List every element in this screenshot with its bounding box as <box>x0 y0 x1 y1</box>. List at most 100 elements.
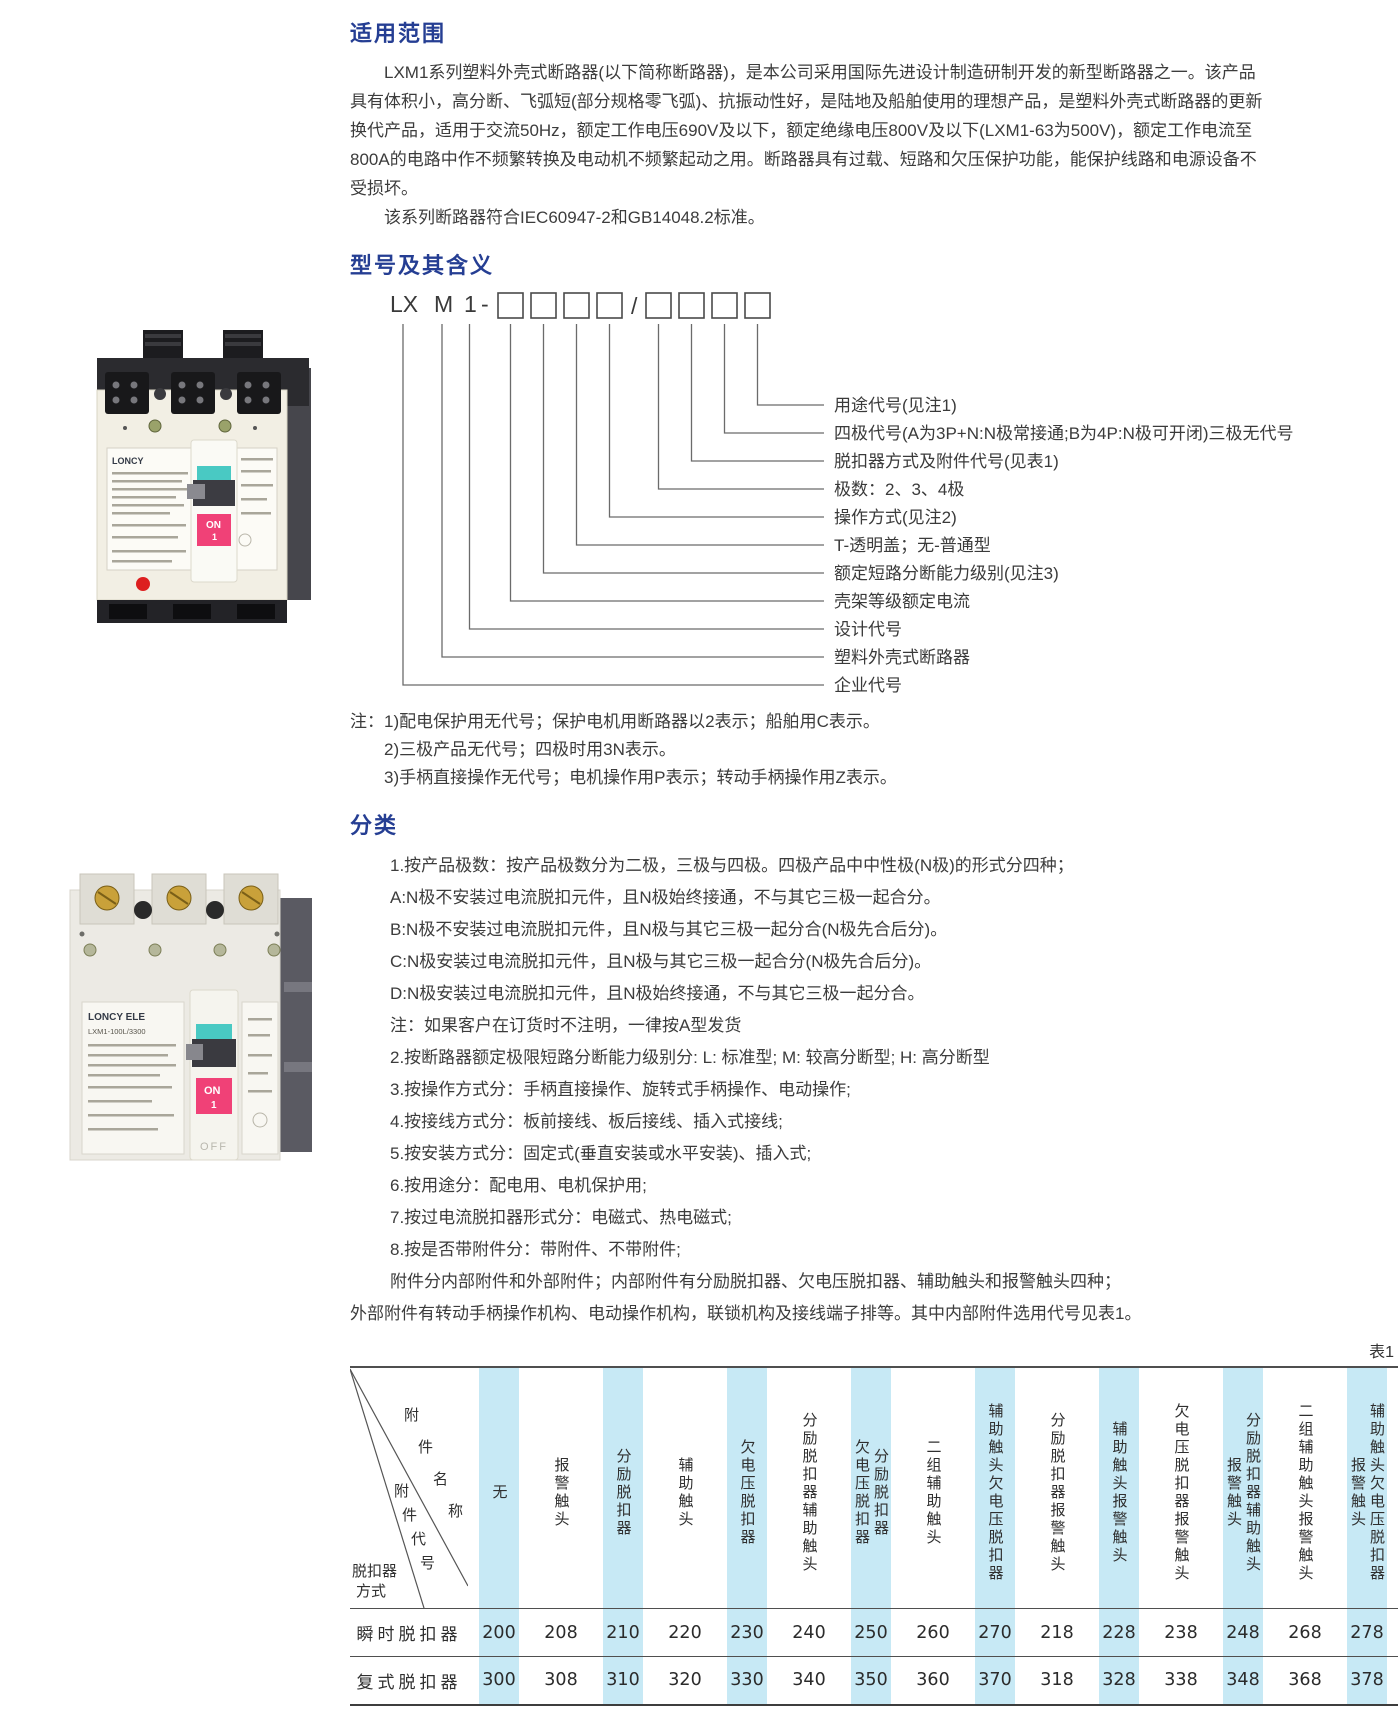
table-cell: 220 <box>654 1608 716 1657</box>
model-label: 塑料外壳式断路器 <box>834 648 970 667</box>
spec-label <box>241 1001 279 1155</box>
table-cell: 250 <box>840 1608 902 1657</box>
table-cell: 270 <box>964 1608 1026 1657</box>
classification-item: 附件分内部附件和外部附件；内部附件有分励脱扣器、欠电压脱扣器、辅助触头和报警触头… <box>390 1272 1121 1291</box>
table-cell: 378 <box>1336 1656 1398 1706</box>
corner-char: 件 <box>402 1507 417 1524</box>
model-notes: 注： 1)配电保护用无代号；保护电机用断路器以2表示；船舶用C表示。 2)三极产… <box>350 708 1270 792</box>
model-label: 脱扣器方式及附件代号(见表1) <box>834 452 1059 471</box>
one-text: 1 <box>211 1100 217 1111</box>
table-cell: 328 <box>1088 1656 1150 1706</box>
model-box <box>744 292 771 319</box>
table-column-header: 报警触头 <box>530 1366 592 1609</box>
table-column-header: 二组辅助触头报警触头 <box>1274 1366 1336 1609</box>
table-cell: 218 <box>1026 1608 1088 1657</box>
classification-item: A:N极不安装过电流脱扣元件，且N极始终接通，不与其它三极一起合分。 <box>390 888 941 907</box>
product-photo-breaker-1: LONCY ON 1 <box>96 330 311 623</box>
note-item: 1)配电保护用无代号；保护电机用断路器以2表示；船舶用C表示。 <box>384 712 880 731</box>
table-cell: 330 <box>716 1656 778 1706</box>
brand-text: LONCY ELE <box>88 1012 145 1023</box>
table-cell: 208 <box>530 1608 592 1657</box>
model-label: 操作方式(见注2) <box>834 508 957 527</box>
table-cell: 320 <box>654 1656 716 1706</box>
classification-item: 5.按安装方式分：固定式(垂直安装或水平安装)、插入式; <box>390 1144 812 1163</box>
table-column-header: 辅助触头 <box>654 1366 716 1609</box>
classification-item: 1.按产品极数：按产品极数分为二极，三极与四极。四极产品中中性极(N极)的形式分… <box>390 856 1074 875</box>
table-column-header: 分励脱扣器报警触头 <box>1026 1366 1088 1609</box>
one-text: 1 <box>212 532 217 542</box>
indicator-dot <box>136 577 150 591</box>
model-box <box>596 292 623 319</box>
model-prefix-lx: LX <box>390 291 418 317</box>
scope-paragraph-2: 该系列断路器符合IEC60947-2和GB14048.2标准。 <box>384 208 765 227</box>
classification-list: 1.按产品极数：按产品极数分为二极，三极与四极。四极产品中中性极(N极)的形式分… <box>350 850 1270 1330</box>
note-item: 3)手柄直接操作无代号；电机操作用P表示；转动手柄操作用Z表示。 <box>384 768 897 787</box>
corner-char: 代 <box>411 1531 426 1548</box>
model-label: 额定短路分断能力级别(见注3) <box>834 564 1059 583</box>
table-cell: 278 <box>1336 1608 1398 1657</box>
toggle-top <box>197 466 231 482</box>
table-column-header: 辅助触头报警触头 <box>1088 1366 1150 1609</box>
table-column-header: 辅助触头欠电压脱扣器 <box>964 1366 1026 1609</box>
model-box <box>497 292 524 319</box>
notes-items: 1)配电保护用无代号；保护电机用断路器以2表示；船舶用C表示。 2)三极产品无代… <box>384 708 897 792</box>
on-badge <box>197 514 231 546</box>
classification-item: 2.按断路器额定极限短路分断能力级别分: L: 标准型; M: 较高分断型; H… <box>390 1048 990 1067</box>
section-heading-classification: 分类 <box>350 813 399 838</box>
classification-item: B:N极不安装过电流脱扣元件，且N极与其它三极一起分合(N极先合后分)。 <box>390 920 948 939</box>
note-item: 2)三极产品无代号；四极时用3N表示。 <box>384 740 676 759</box>
table-cell: 360 <box>902 1656 964 1706</box>
classification-item: 外部附件有转动手柄操作机构、电动操作机构，联锁机构及接线端子排等。其中内部附件选… <box>350 1304 1142 1323</box>
model-box <box>563 292 590 319</box>
classification-item: 3.按操作方式分：手柄直接操作、旋转式手柄操作、电动操作; <box>390 1080 851 1099</box>
model-label: 四极代号(A为3P+N:N极常接通;B为4P:N极可开闭)三极无代号 <box>834 424 1294 443</box>
table-column-header: 二组辅助触头 <box>902 1366 964 1609</box>
model-number-diagram: LX M 1 - / 用途代号(见注1) <box>390 291 1294 695</box>
spec-label <box>106 447 196 571</box>
row-label: 复式脱扣器 <box>350 1656 468 1706</box>
on-text: ON <box>206 520 221 531</box>
table-column-header: 无 <box>468 1366 530 1609</box>
corner-diagonal: 附 件 名 称 附 件 代 号 脱扣器 方式 <box>350 1368 468 1608</box>
table-cell: 318 <box>1026 1656 1088 1706</box>
corner-mode-label: 方式 <box>356 1583 386 1600</box>
table-column-header: 分励脱扣器 <box>592 1366 654 1609</box>
section-heading-model: 型号及其含义 <box>350 253 495 278</box>
table-cell: 240 <box>778 1608 840 1657</box>
corner-char: 号 <box>420 1555 435 1572</box>
table-cell: 238 <box>1150 1608 1212 1657</box>
table-row-compound: 复式脱扣器 300 308 310 320 330 340 350 360 37… <box>350 1656 1398 1706</box>
classification-item: 6.按用途分：配电用、电机保护用; <box>390 1176 647 1195</box>
table-corner-cell: 附 件 名 称 附 件 代 号 脱扣器 方式 <box>350 1366 468 1609</box>
model-box <box>678 292 705 319</box>
corner-char: 件 <box>418 1439 433 1456</box>
model-box <box>530 292 557 319</box>
table-cell: 260 <box>902 1608 964 1657</box>
row-label: 瞬时脱扣器 <box>350 1608 468 1657</box>
table-header-row: 附 件 名 称 附 件 代 号 脱扣器 方式 无 报警触头 <box>350 1366 1398 1609</box>
classification-item: D:N极安装过电流脱扣元件，且N极始终接通，不与其它三极一起分合。 <box>390 984 925 1003</box>
model-label: 设计代号 <box>834 620 902 639</box>
table-cell: 340 <box>778 1656 840 1706</box>
table-cell: 268 <box>1274 1608 1336 1657</box>
model-label: T-透明盖；无-普通型 <box>834 536 991 555</box>
table-column-header: 欠电压脱扣器 <box>716 1366 778 1609</box>
corner-char: 附 <box>394 1483 409 1500</box>
table-cell: 310 <box>592 1656 654 1706</box>
classification-item: 注：如果客户在订货时不注明，一律按A型发货 <box>390 1016 742 1035</box>
table-cell: 368 <box>1274 1656 1336 1706</box>
main-content: 适用范围 LXM1系列塑料外壳式断路器(以下简称断路器)，是本公司采用国际先进设… <box>350 0 1398 1706</box>
table-column-header: 分励脱扣器辅助触头 <box>778 1366 840 1609</box>
table-column-header: 欠电压脱扣器报警触头 <box>1150 1366 1212 1609</box>
table-column-header: 分励脱扣器 欠电压脱扣器 <box>840 1366 902 1609</box>
model-slash: / <box>631 293 638 319</box>
spec-label <box>81 1001 185 1155</box>
off-text: OFF <box>200 1141 228 1153</box>
model-label: 极数：2、3、4极 <box>834 480 964 499</box>
brass-screws <box>94 885 264 911</box>
table-cell: 228 <box>1088 1608 1150 1657</box>
corner-char: 名 <box>433 1471 448 1488</box>
classification-item: 4.按接线方式分：板前接线、板后接线、插入式接线; <box>390 1112 783 1131</box>
toggle-plate <box>190 439 238 583</box>
